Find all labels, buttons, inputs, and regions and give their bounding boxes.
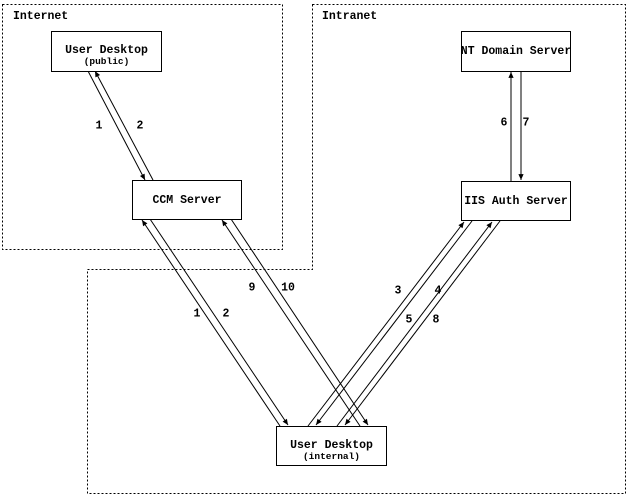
node-title: NT Domain Server <box>460 45 572 58</box>
edge-label-3: 3 <box>394 284 402 298</box>
node-subtitle: (public) <box>83 56 130 67</box>
edge-label-7: 7 <box>522 116 530 130</box>
edge-label-2-internal: 2 <box>222 307 230 321</box>
arrow-1-internal-to-ccm <box>141 219 281 427</box>
arrow-10-ccm-to-internal <box>230 218 369 426</box>
arrow-2-ccm-to-internal <box>149 218 289 426</box>
edge-label-9: 9 <box>248 281 256 295</box>
node-title: User Desktop <box>65 44 148 57</box>
edge-label-10: 10 <box>281 281 295 295</box>
arrow-3-internal-to-iis <box>307 221 465 427</box>
edge-label-1-public: 1 <box>95 119 103 133</box>
arrow-9-internal-to-ccm <box>221 219 361 427</box>
node-title: User Desktop <box>290 439 373 452</box>
edge-label-6: 6 <box>500 116 508 130</box>
edge-label-4: 4 <box>434 284 442 298</box>
arrow-4-iis-to-internal <box>315 220 473 426</box>
edge-label-8: 8 <box>432 313 440 327</box>
node-subtitle: (internal) <box>302 451 360 462</box>
intranet-zone-label: Intranet <box>322 10 378 23</box>
intranet-zone-outline <box>87 4 626 494</box>
node-user-desktop-internal: User Desktop (internal) <box>276 426 387 466</box>
internet-zone-outline <box>2 4 283 250</box>
edge-label-1-internal: 1 <box>193 307 201 321</box>
arrow-5-internal-to-iis <box>336 221 493 427</box>
node-title: IIS Auth Server <box>464 194 568 208</box>
node-ccm-server: CCM Server <box>132 180 242 220</box>
internet-zone-label: Internet <box>13 10 69 23</box>
edge-label-5: 5 <box>405 313 413 327</box>
arrow-2-ccm-to-public <box>94 70 154 181</box>
node-nt-domain-server: NT Domain Server <box>461 31 571 72</box>
arrow-1-public-to-ccm <box>87 70 146 181</box>
edge-label-2-public: 2 <box>136 119 144 133</box>
node-user-desktop-public: User Desktop (public) <box>51 31 162 72</box>
arrow-8-iis-to-internal <box>344 220 501 426</box>
node-title: CCM Server <box>152 193 222 207</box>
node-iis-auth-server: IIS Auth Server <box>461 181 571 221</box>
